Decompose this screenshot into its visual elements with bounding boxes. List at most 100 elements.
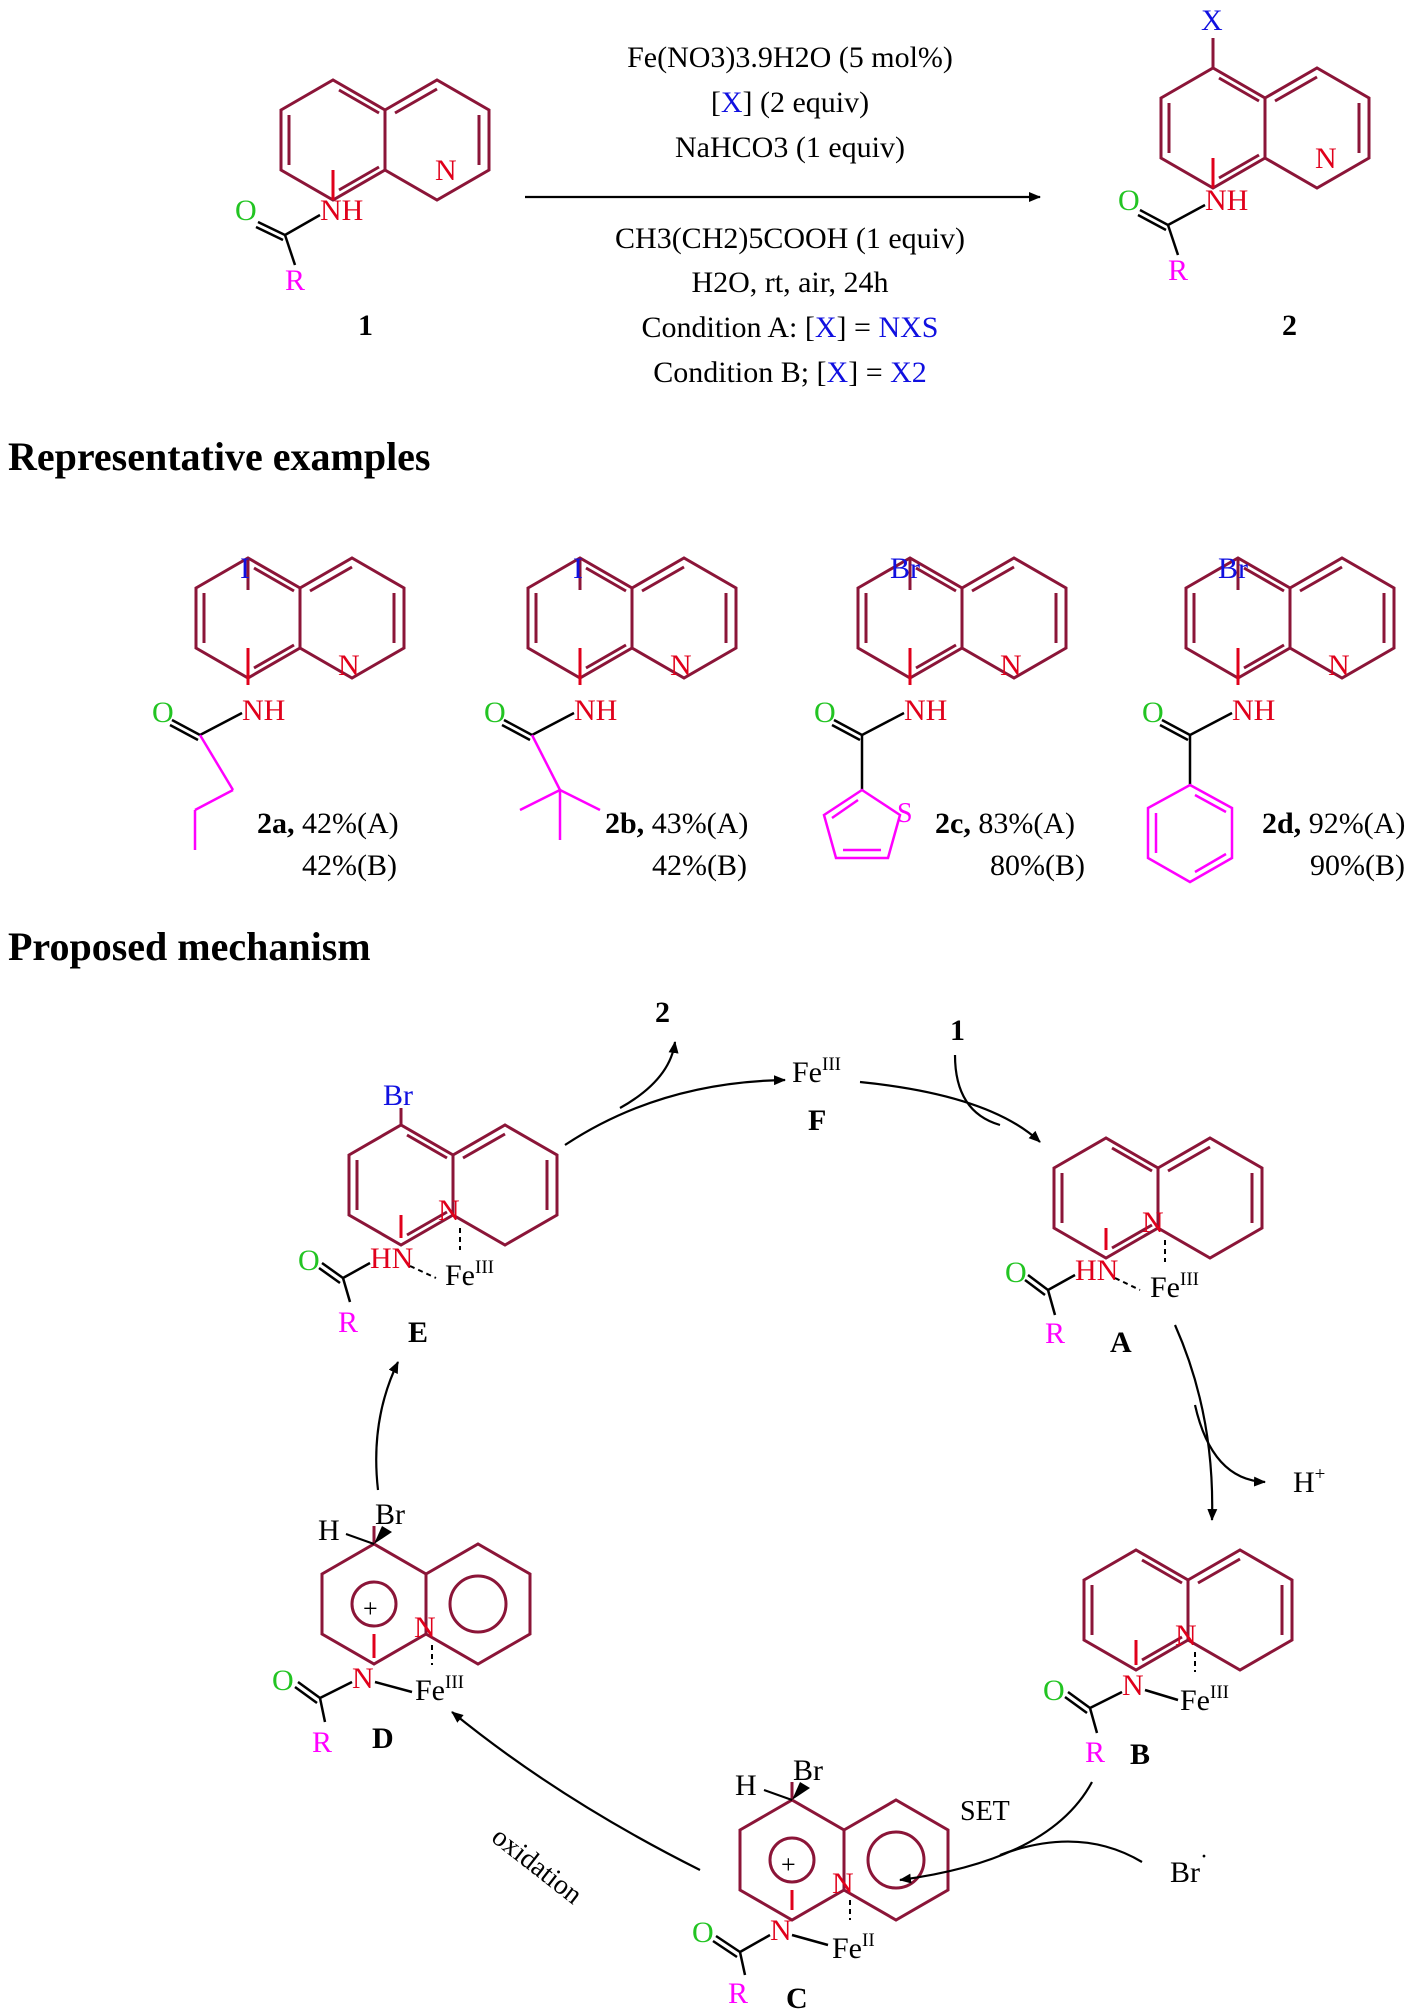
proton-label: H+: [1293, 1464, 1325, 1499]
carbonyl-o-label: O: [272, 1664, 294, 1697]
r-group-label: R: [285, 264, 305, 297]
hn-label: HN: [1075, 1254, 1118, 1287]
arrow-c-to-d: [451, 1711, 701, 1871]
arrow-a-to-b: [1173, 1324, 1218, 1521]
example-yield-a: 2c, 83%(A): [935, 807, 1075, 840]
product-number: 2: [1282, 309, 1297, 342]
intermediate-b-label: B: [1130, 1738, 1150, 1771]
nh-label: NH: [242, 694, 285, 727]
h-label: H: [735, 1769, 757, 1802]
bromo-label: Br: [383, 1079, 413, 1112]
carbonyl-o-label: O: [692, 1916, 714, 1949]
reactant-1: NH N O R 1: [235, 78, 491, 342]
r-group-label: R: [728, 1977, 748, 2010]
arrow-d-to-e: [375, 1361, 399, 1491]
example-2a: I N NH O 2a, 42%(A) 42%(B): [152, 552, 406, 882]
carbonyl-o-label: O: [298, 1244, 320, 1277]
base-text: NaHCO3 (1 equiv): [675, 131, 905, 164]
intermediate-d-label: D: [372, 1722, 394, 1755]
arrow-substrate-entry: [953, 1054, 1001, 1127]
ring-n-label: N: [1142, 1206, 1164, 1239]
r-group-label: R: [1045, 1317, 1065, 1350]
amide-n-label: N: [770, 1914, 792, 1947]
arrow-b-to-c: [899, 1781, 1093, 1884]
intermediate-e: Br N FeIII HN O R E: [298, 1079, 559, 1349]
amide-n-label: N: [1122, 1669, 1144, 1702]
example-yield-b: 42%(B): [302, 849, 397, 882]
ring-n-label: N: [670, 649, 692, 682]
intermediate-c: H Br + N FeII N O R C: [692, 1754, 950, 2014]
carbonyl-o-label: O: [1005, 1256, 1027, 1289]
exit-product-label: 2: [655, 996, 670, 1029]
nh-label: NH: [320, 194, 363, 227]
ring-n-label: N: [438, 1194, 460, 1227]
oxidation-label: oxidation: [486, 1821, 588, 1911]
nh-label: NH: [1205, 184, 1248, 217]
example-2b: I N NH O 2b, 43%(A) 42%(B): [484, 552, 748, 882]
example-yield-b: 90%(B): [1310, 849, 1405, 882]
arrow-radical-entry: [999, 1840, 1143, 1863]
example-yield-a: 2d, 92%(A): [1262, 807, 1405, 840]
arrow-e-to-f: [564, 1075, 786, 1146]
bromo-label: Br: [1218, 552, 1248, 585]
iodo-label: I: [240, 552, 250, 585]
example-2c: Br N NH O S 2c, 83%(A) 80%(B): [814, 552, 1085, 882]
examples-title: Representative examples: [8, 434, 431, 479]
set-label: SET: [960, 1796, 1010, 1827]
fe-iii-label: FeIII: [1180, 1682, 1229, 1717]
ring-n-label: N: [435, 154, 457, 187]
additive-text: CH3(CH2)5COOH (1 equiv): [615, 222, 965, 255]
carbonyl-o-label: O: [484, 696, 506, 729]
ring-n-label: N: [1175, 1619, 1197, 1652]
halogen-source-text: [X] (2 equiv): [711, 86, 869, 119]
fe-iii-label: FeIII: [415, 1672, 464, 1707]
condition-a-text: Condition A: [X] = NXS: [642, 311, 939, 344]
ring-n-label: N: [1315, 142, 1337, 175]
example-2d: Br N NH O 2d, 92%(A) 90%(B): [1142, 552, 1405, 884]
r-group-label: R: [1168, 254, 1188, 287]
carbonyl-o-label: O: [235, 194, 257, 227]
h-label: H: [318, 1514, 340, 1547]
enter-substrate-label: 1: [950, 1014, 965, 1047]
r-group-label: R: [312, 1726, 332, 1759]
x-label: X: [1201, 4, 1223, 37]
ring-n-label: N: [832, 1867, 854, 1900]
example-yield-a: 2a, 42%(A): [257, 807, 399, 840]
ring-n-label: N: [1328, 649, 1350, 682]
fe-iii-label: FeIII: [1150, 1269, 1199, 1304]
bromo-label: Br: [890, 552, 920, 585]
bromo-label: Br: [375, 1498, 405, 1531]
fe-iii-label: FeIII: [445, 1257, 494, 1292]
arrow-f-to-a: [859, 1080, 1041, 1143]
intermediate-b: N FeIII N O R B: [1043, 1548, 1294, 1771]
catalyst-text: Fe(NO3)3.9H2O (5 mol%): [627, 41, 953, 74]
reactant-number: 1: [358, 309, 373, 342]
arrow-release-product: [619, 1041, 679, 1109]
intermediate-a: N FeIII HN O R A: [1005, 1136, 1264, 1359]
example-yield-a: 2b, 43%(A): [605, 807, 748, 840]
arrow-proton-loss: [1193, 1404, 1266, 1487]
amide-n-label: N: [352, 1662, 374, 1695]
cation-plus-label: +: [363, 1594, 378, 1623]
bromo-label: Br: [793, 1754, 823, 1787]
carbonyl-o-label: O: [1142, 696, 1164, 729]
carbonyl-o-label: O: [1043, 1674, 1065, 1707]
product-2: X N NH O R 2: [1118, 4, 1371, 342]
r-group-label: R: [338, 1306, 358, 1339]
hn-label: HN: [370, 1242, 413, 1275]
carbonyl-o-label: O: [814, 696, 836, 729]
intermediate-d: H Br + N FeIII N O R D: [272, 1498, 532, 1759]
cation-plus-label: +: [781, 1850, 796, 1879]
intermediate-f: FeIII F: [792, 1054, 841, 1137]
example-yield-b: 42%(B): [652, 849, 747, 882]
ring-n-label: N: [1000, 649, 1022, 682]
nh-label: NH: [574, 694, 617, 727]
intermediate-c-label: C: [786, 1982, 808, 2014]
example-yield-b: 80%(B): [990, 849, 1085, 882]
intermediate-f-label: F: [808, 1104, 826, 1137]
r-group-label: R: [1085, 1736, 1105, 1769]
iodo-label: I: [573, 552, 583, 585]
intermediate-a-label: A: [1110, 1326, 1132, 1359]
ring-n-label: N: [414, 1611, 436, 1644]
